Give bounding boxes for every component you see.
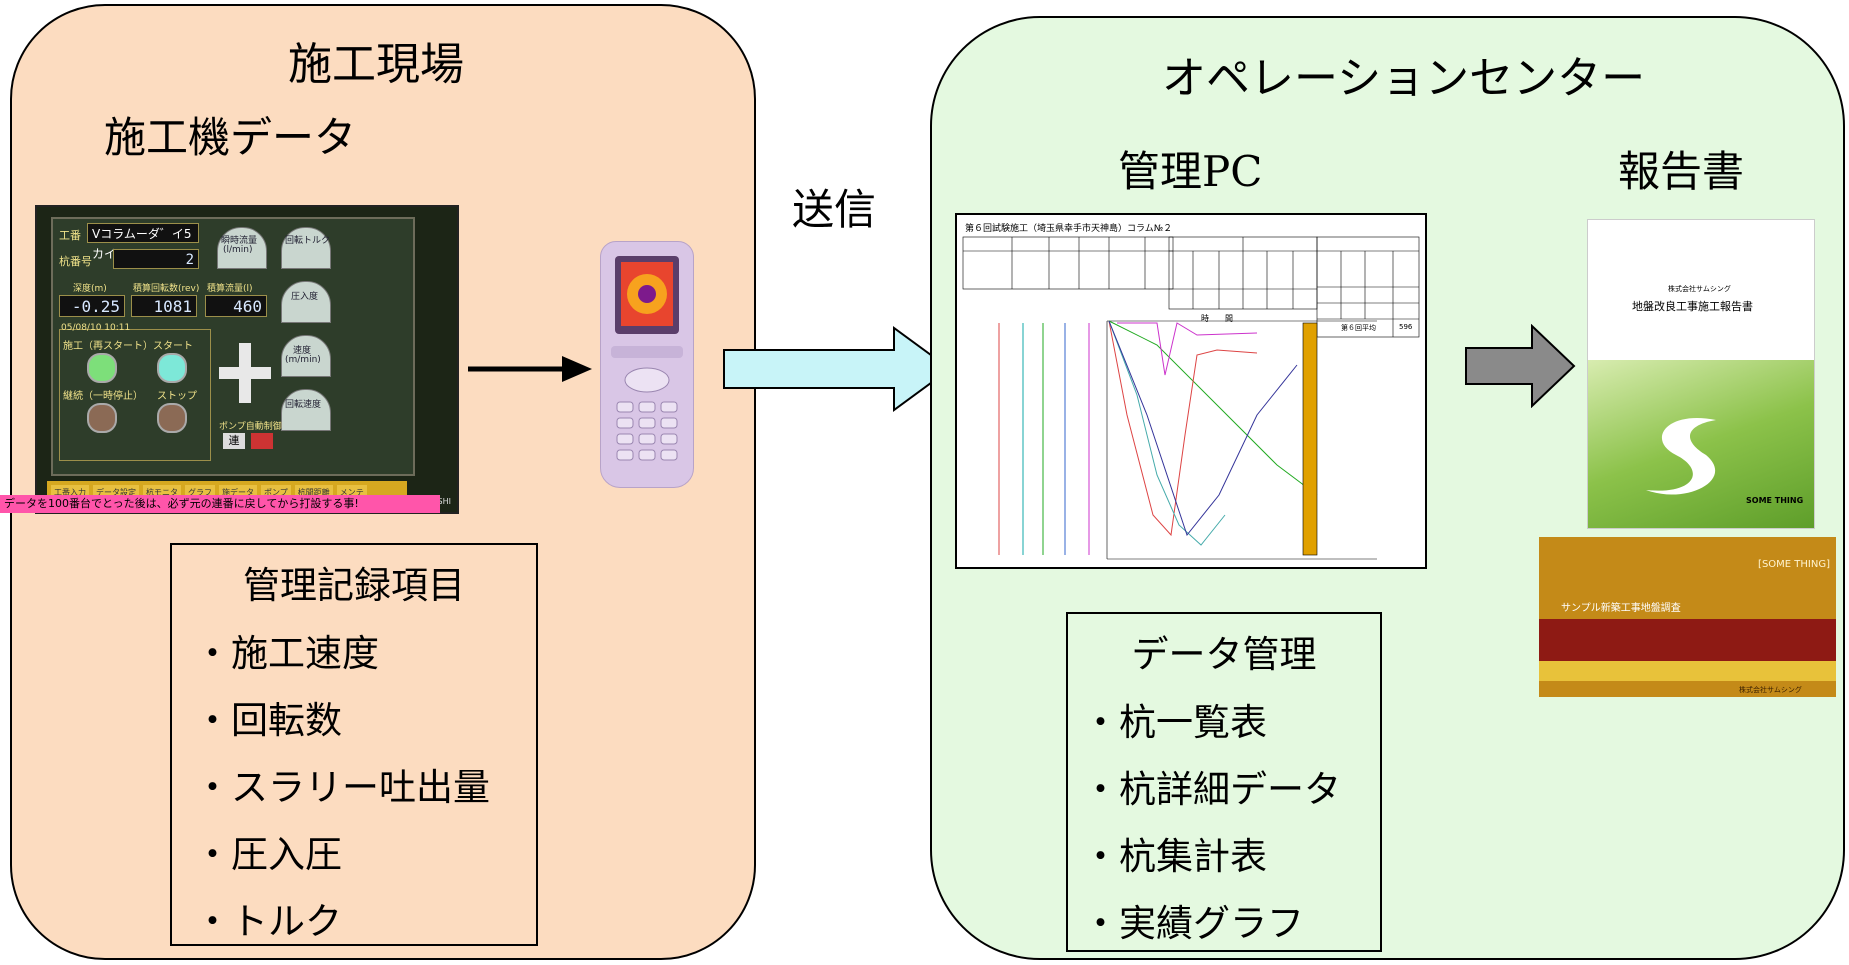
report-brand: SOME THING xyxy=(1746,496,1804,505)
report-cover: 株式会社サムシング 地盤改良工事施工報告書 SOME THING xyxy=(1587,219,1815,529)
data-item: ・杭詳細データ xyxy=(1082,768,1341,811)
speed-gauge xyxy=(281,335,331,377)
slide-label: 回転速度 xyxy=(285,400,322,410)
records-item: ・回転数 xyxy=(194,699,342,742)
flow-rate-unit: (l/min) xyxy=(223,245,253,255)
flow-total-value: 460 xyxy=(205,295,267,317)
management-pc-label: 管理PC xyxy=(1118,147,1263,196)
records-item: ・圧入圧 xyxy=(194,833,342,876)
flow-rate-gauge xyxy=(217,227,267,269)
send-label: 送信 xyxy=(792,185,877,234)
machine-data-label: 施工機データ xyxy=(104,113,357,162)
data-item: ・杭一覧表 xyxy=(1082,701,1267,744)
web-company: 株式会社サムシング xyxy=(1739,686,1802,694)
start-restart-label: 施工（再スタート） xyxy=(63,341,153,352)
rev-value: 1081 xyxy=(131,295,197,317)
data-heading: データ管理 xyxy=(1131,633,1317,676)
sheet-time-label: 時 間 xyxy=(1201,314,1233,323)
depth-label: 深度(m) xyxy=(73,284,107,294)
records-item: ・施工速度 xyxy=(194,632,379,675)
kuiban-label: 杭番号 xyxy=(59,255,92,268)
web-title: サンプル新築工事地盤調査 xyxy=(1561,603,1681,614)
torque-label: 回転トルク xyxy=(285,236,331,246)
records-heading: 管理記録項目 xyxy=(243,564,465,607)
stop-button[interactable] xyxy=(157,403,187,433)
machine-warning-bar: データを100番台でとった後は、必ず元の連番に戻してから打設する事! xyxy=(0,495,440,513)
torque-gauge xyxy=(281,227,331,269)
machine-screen-photo: 工番 Vコラムーダ゛イ5カイ 杭番号 2 深度(m) -0.25 積算回転数(r… xyxy=(35,205,459,514)
sheet-avg-label: 第６回平均 xyxy=(1341,324,1376,332)
report-label: 報告書 xyxy=(1618,147,1745,196)
start-label: スタート xyxy=(153,341,193,352)
data-management-box: データ管理 ・杭一覧表 ・杭詳細データ ・杭集計表 ・実績グラフ xyxy=(1066,612,1382,952)
arrow-right-icon xyxy=(468,356,592,382)
flow-total-label: 積算流量(l) xyxy=(207,284,253,294)
stop-label: ストップ xyxy=(157,391,197,402)
direction-cross xyxy=(215,335,275,415)
mobile-phone-icon xyxy=(600,241,694,488)
machine-display: 工番 Vコラムーダ゛イ5カイ 杭番号 2 深度(m) -0.25 積算回転数(r… xyxy=(51,217,415,476)
flow-rate-label: 瞬時流量 xyxy=(221,236,258,246)
data-item: ・杭集計表 xyxy=(1082,835,1267,878)
send-arrow-icon xyxy=(723,326,952,412)
kouban-label: 工番 xyxy=(59,229,81,242)
pause-button[interactable] xyxy=(87,403,117,433)
survey-web-page: [SOME THING] サンプル新築工事地盤調査 株式会社サムシング xyxy=(1539,537,1836,697)
construction-record-sheet: 第６回試験施工（埼玉県幸手市天神島）コラム№２ xyxy=(955,213,1427,569)
report-company: 株式会社サムシング xyxy=(1668,285,1731,293)
records-item: ・スラリー吐出量 xyxy=(194,766,490,809)
construction-site-title: 施工現場 xyxy=(288,39,464,90)
start-restart-button[interactable] xyxy=(87,353,117,383)
start-button[interactable] xyxy=(157,353,187,383)
sheet-avg-value: 596 xyxy=(1399,323,1413,331)
company-logo-icon xyxy=(1646,418,1716,495)
timestamp: 05/08/10 10:11 xyxy=(61,323,131,333)
kouban-value: Vコラムーダ゛イ5カイ xyxy=(87,223,199,261)
slide-gauge xyxy=(281,389,331,431)
operation-center-title: オペレーションセンター xyxy=(1162,53,1646,104)
sheet-grid xyxy=(962,236,1420,560)
report-arrow-icon xyxy=(1465,324,1576,408)
report-title: 地盤改良工事施工報告書 xyxy=(1632,300,1753,313)
pause-label: 継続（一時停止） xyxy=(63,391,143,402)
control-area xyxy=(59,329,211,461)
web-brand: [SOME THING] xyxy=(1758,559,1830,570)
pressure-gauge xyxy=(281,281,331,323)
depth-value: -0.25 xyxy=(59,295,125,317)
pump-label: ポンプ自動制御 xyxy=(219,422,282,432)
records-box: 管理記録項目 ・施工速度 ・回転数 ・スラリー吐出量 ・圧入圧 ・トルク xyxy=(170,543,538,946)
speed-label: 速度 xyxy=(293,346,312,356)
pressure-label: 圧入度 xyxy=(291,292,319,302)
data-item: ・実績グラフ xyxy=(1082,902,1304,945)
pump-on-button[interactable]: 連 xyxy=(223,433,245,449)
pump-off-button[interactable] xyxy=(251,433,273,449)
records-item: ・トルク xyxy=(194,900,342,943)
kuiban-value: 2 xyxy=(113,249,199,269)
rev-label: 積算回転数(rev) xyxy=(133,284,200,294)
sheet-title: 第６回試験施工（埼玉県幸手市天神島）コラム№２ xyxy=(965,224,1173,234)
speed-unit: (m/min) xyxy=(285,355,321,365)
